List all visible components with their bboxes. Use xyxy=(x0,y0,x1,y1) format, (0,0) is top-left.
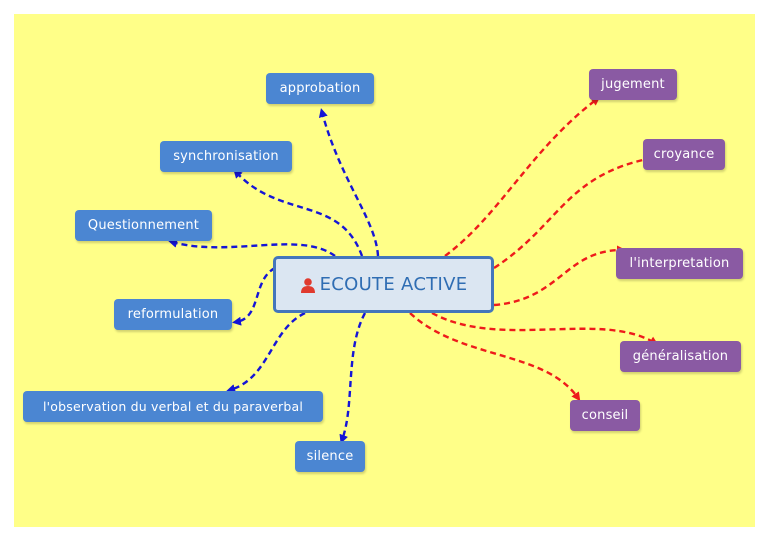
node-approbation[interactable]: approbation xyxy=(266,73,374,104)
link-synchronisation xyxy=(233,169,364,257)
node-jugement[interactable]: jugement xyxy=(589,69,677,100)
central-topic-label: ECOUTE ACTIVE xyxy=(319,274,468,295)
node-label: synchronisation xyxy=(173,149,279,164)
node-generalisation[interactable]: généralisation xyxy=(620,341,741,372)
node-label: reformulation xyxy=(127,307,219,322)
link-generalisation xyxy=(431,311,659,346)
node-questionnement[interactable]: Questionnement xyxy=(75,210,212,241)
node-observation[interactable]: l'observation du verbal et du paraverbal xyxy=(23,391,323,422)
node-label: conseil xyxy=(581,408,629,423)
node-label: l'interpretation xyxy=(629,256,730,271)
node-silence[interactable]: silence xyxy=(295,441,365,472)
node-label: approbation xyxy=(279,81,361,96)
link-silence xyxy=(339,312,367,444)
link-questionnement xyxy=(168,238,336,257)
node-conseil[interactable]: conseil xyxy=(570,400,640,431)
node-label: croyance xyxy=(653,147,715,162)
central-topic-node[interactable]: ECOUTE ACTIVE xyxy=(273,256,494,313)
node-synchronisation[interactable]: synchronisation xyxy=(160,141,292,172)
link-conseil xyxy=(409,312,581,402)
user-icon xyxy=(300,277,316,293)
link-reformulation xyxy=(232,266,276,326)
node-label: généralisation xyxy=(632,349,729,364)
link-interpretation xyxy=(493,245,626,307)
node-label: Questionnement xyxy=(87,218,200,233)
link-observation xyxy=(226,311,306,393)
link-approbation xyxy=(318,108,380,257)
node-interpretation[interactable]: l'interpretation xyxy=(616,248,743,279)
node-reformulation[interactable]: reformulation xyxy=(114,299,232,330)
node-croyance[interactable]: croyance xyxy=(643,139,725,170)
node-label: jugement xyxy=(601,77,665,92)
link-jugement xyxy=(444,96,601,257)
node-label: l'observation du verbal et du paraverbal xyxy=(43,399,303,414)
node-label: silence xyxy=(306,449,354,464)
